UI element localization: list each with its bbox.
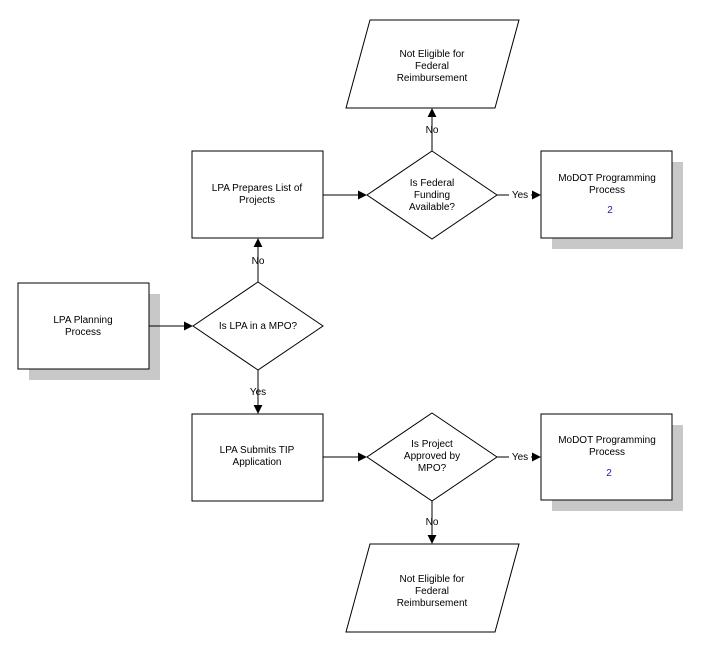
node-label-line: Projects — [239, 195, 275, 206]
process-box — [540, 413, 673, 501]
label-backdrop — [509, 188, 531, 201]
edge-label-no: No — [252, 256, 265, 267]
edge-label-yes: Yes — [512, 452, 528, 463]
data-parallelogram — [345, 543, 520, 633]
node-modot-programming-bottom: MoDOT Programming Process 2 — [540, 413, 683, 511]
node-label-line: Federal — [415, 61, 449, 72]
node-label-line: LPA Submits TIP — [220, 445, 295, 456]
edge-label-yes: Yes — [512, 190, 528, 201]
node-label-line: Is Federal — [410, 178, 454, 189]
process-box — [191, 413, 324, 502]
node-label-line: Not Eligible for — [399, 49, 465, 60]
node-label-line: Federal — [415, 586, 449, 597]
process-box — [191, 150, 324, 239]
node-label-line: Process — [65, 327, 101, 338]
node-label-line: MoDOT Programming — [558, 435, 656, 446]
node-not-eligible-top: Not Eligible for Federal Reimbursement — [345, 19, 520, 109]
node-label-line: Reimbursement — [397, 598, 468, 609]
node-label-line: LPA Planning — [53, 315, 112, 326]
process-box — [540, 150, 673, 239]
node-label-line: LPA Prepares List of — [212, 183, 303, 194]
node-label-line: MoDOT Programming — [558, 173, 656, 184]
node-label-line: Approved by — [404, 451, 460, 462]
decision-federal-funding: Is Federal Funding Available? — [366, 150, 498, 240]
page-reference-link[interactable]: 2 — [607, 205, 613, 216]
node-lpa-planning-process: LPA Planning Process — [17, 282, 160, 380]
node-label-line: Is Project — [411, 439, 453, 450]
edge-label-no: No — [426, 125, 439, 136]
node-modot-programming-top: MoDOT Programming Process 2 — [540, 150, 683, 249]
label-backdrop — [509, 450, 531, 463]
node-label-line: Available? — [409, 202, 455, 213]
node-label-line: Application — [233, 457, 282, 468]
node-label-line: Process — [589, 447, 625, 458]
data-parallelogram — [345, 19, 520, 109]
page-reference-link[interactable]: 2 — [606, 468, 612, 479]
edge-label-yes: Yes — [250, 387, 266, 398]
node-lpa-submits-tip: LPA Submits TIP Application — [191, 413, 324, 502]
node-label-line: MPO? — [418, 463, 447, 474]
node-label-line: Not Eligible for — [399, 574, 465, 585]
node-lpa-prepares-list: LPA Prepares List of Projects — [191, 150, 324, 239]
decision-lpa-in-mpo: Is LPA in a MPO? — [192, 281, 324, 371]
process-box — [17, 282, 150, 370]
node-label-line: Process — [589, 185, 625, 196]
node-label-line: Reimbursement — [397, 73, 468, 84]
decision-project-approved: Is Project Approved by MPO? — [366, 412, 498, 502]
node-label-line: Funding — [414, 190, 450, 201]
node-not-eligible-bottom: Not Eligible for Federal Reimbursement — [345, 543, 520, 633]
node-label-line: Is LPA in a MPO? — [219, 321, 298, 332]
decision-diamond — [366, 150, 498, 240]
edge-label-no: No — [426, 517, 439, 528]
